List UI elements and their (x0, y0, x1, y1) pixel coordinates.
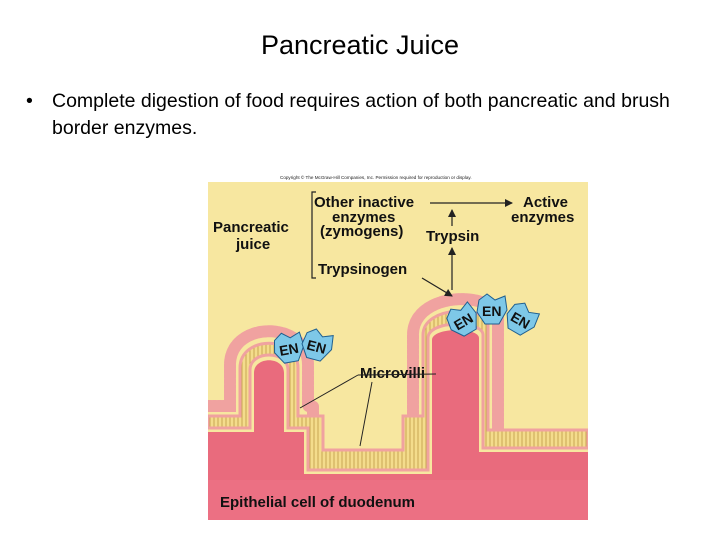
pancreatic-juice-diagram: Copyright © The McGraw-Hill Companies, I… (208, 170, 588, 520)
label-active-enzymes: enzymes (511, 209, 574, 226)
arrow-trypsinogen-to-enzyme (421, 277, 453, 297)
label-trypsinogen: Trypsinogen (318, 261, 407, 278)
label-juice: juice (235, 236, 270, 253)
label-trypsin: Trypsin (426, 228, 479, 245)
bullet-text: Complete digestion of food requires acti… (52, 90, 670, 139)
label-active: Active (523, 194, 568, 211)
label-microvilli: Microvilli (360, 365, 425, 382)
microvilli-pointer-right (357, 373, 437, 376)
copyright-note: Copyright © The McGraw-Hill Companies, I… (280, 174, 472, 180)
label-pancreatic: Pancreatic (213, 219, 289, 236)
microvilli-pointer-left (299, 374, 359, 409)
label-enzymes: enzymes (332, 209, 395, 226)
bullet-marker: • (26, 90, 33, 112)
enzyme-right-1: EN (446, 301, 477, 337)
enzyme-label: EN (278, 340, 300, 359)
enzyme-label: EN (305, 336, 328, 356)
juice-bracket (311, 191, 316, 279)
microvilli-pointer-bottom (359, 381, 373, 447)
label-epithelial: Epithelial cell of duodenum (220, 494, 415, 511)
label-other-inactive: Other inactive (314, 194, 414, 211)
enzyme-left-2: EN (301, 328, 334, 362)
epithelial-cell (208, 329, 588, 520)
slide-title: Pancreatic Juice (260, 30, 460, 60)
enzyme-right-2: EN (476, 293, 508, 325)
label-zymogens: (zymogens) (320, 223, 403, 240)
enzyme-right-3: EN (506, 302, 541, 336)
enzyme-label: EN (482, 303, 501, 319)
